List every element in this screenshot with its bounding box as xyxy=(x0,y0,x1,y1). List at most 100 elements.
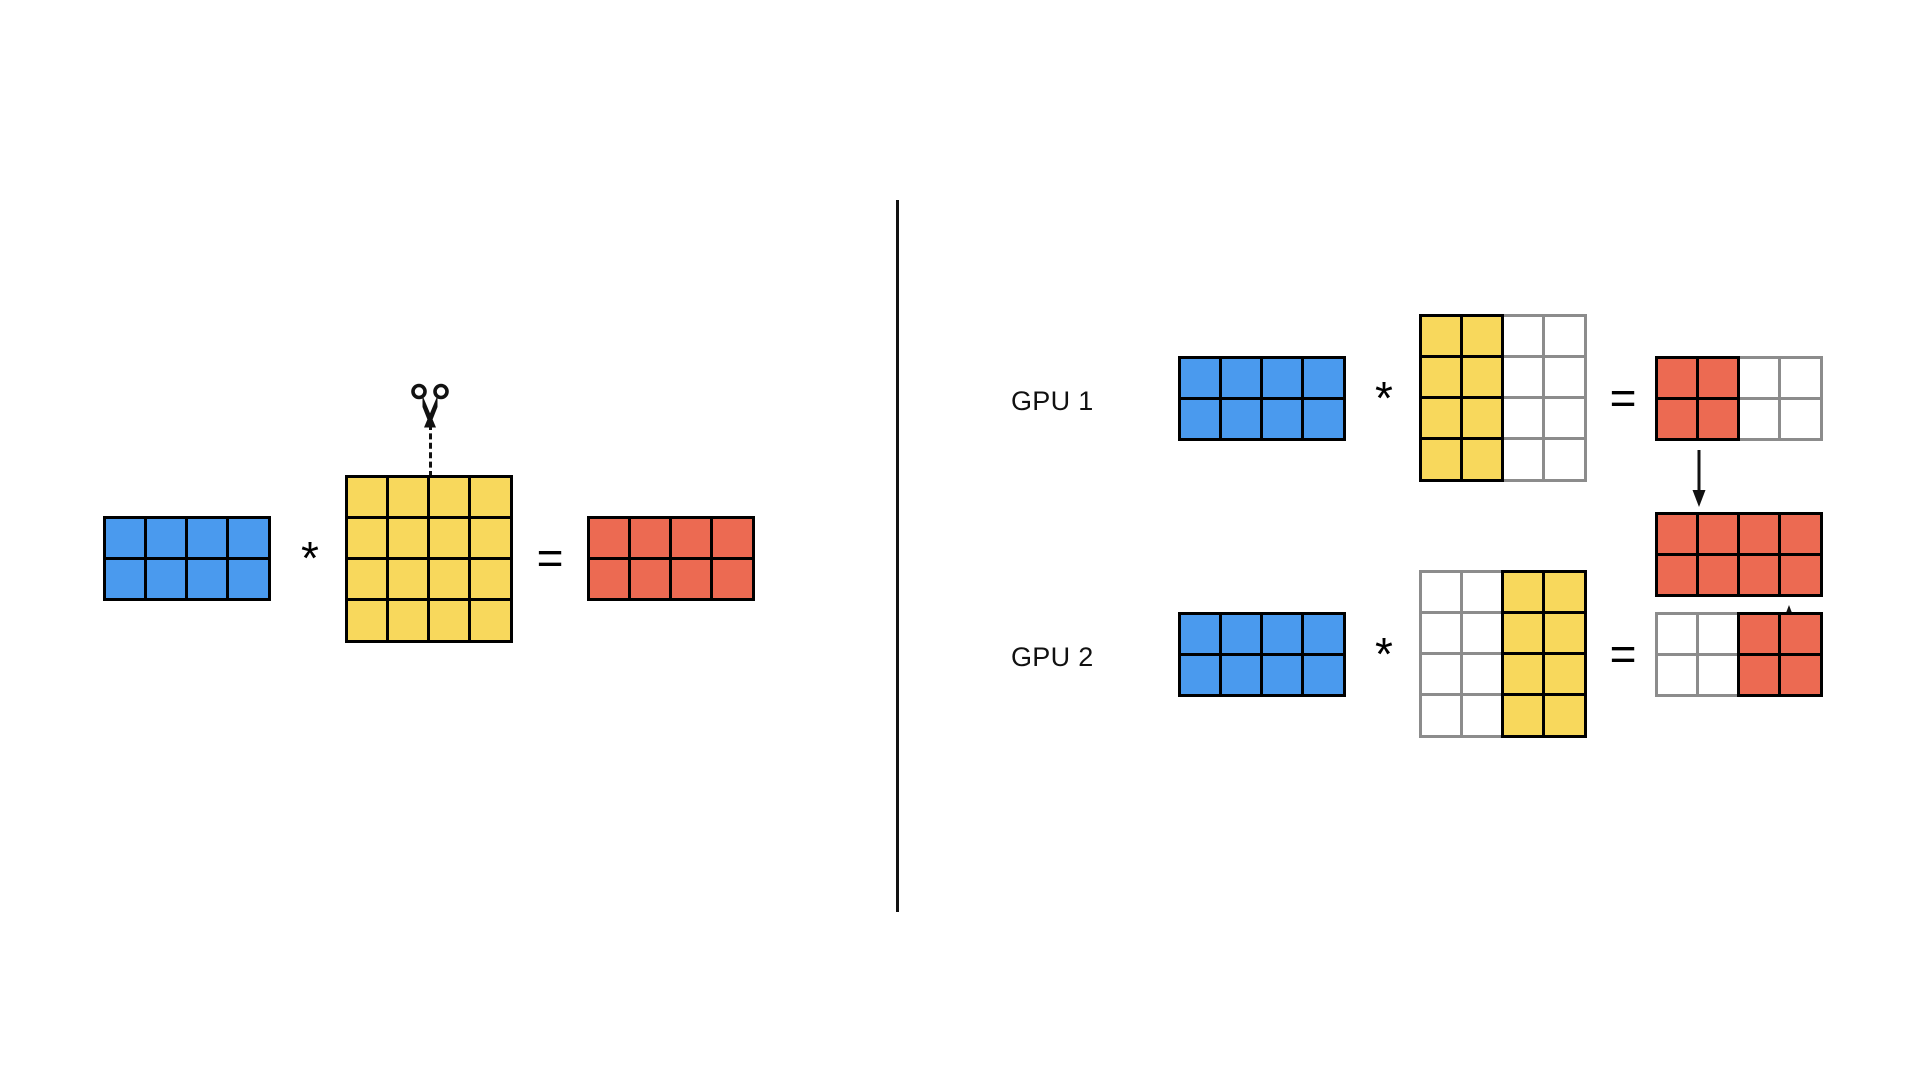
left-weight-matrix xyxy=(344,474,513,643)
gpu1-input-cell-r1-c1 xyxy=(1218,396,1263,441)
gpu2-input-cell-r1-c2 xyxy=(1260,652,1305,697)
gpu2-input-cell-r0-c2 xyxy=(1260,611,1305,656)
gpu2-output-cell-r0-c2 xyxy=(1737,611,1782,656)
left-weight-cell-r1-c0 xyxy=(344,515,389,560)
gpu2-input-cell-r1-c0 xyxy=(1177,652,1222,697)
gpu1-input-cell-r1-c0 xyxy=(1177,396,1222,441)
gpu2-output-cell-r1-c2 xyxy=(1737,652,1782,697)
gpu1-input-cell-r0-c3 xyxy=(1301,355,1346,400)
gpu2-output-cell-r0-c1 xyxy=(1695,611,1740,656)
gpu2-output-cell-r1-c1 xyxy=(1695,652,1740,697)
left-input-cell-r1-c0 xyxy=(102,556,147,601)
gpu2-weight-cell-r3-c0 xyxy=(1418,693,1463,738)
gpu2-weight-cell-r1-c1 xyxy=(1459,610,1504,655)
gpu1-weight-cell-r2-c2 xyxy=(1501,396,1546,441)
gpu1-weight-cell-r0-c3 xyxy=(1542,313,1587,358)
gpu1-weight-matrix xyxy=(1418,313,1587,482)
gpu2-output-matrix xyxy=(1654,611,1823,697)
gpu2-weight-cell-r1-c3 xyxy=(1542,610,1587,655)
right-panel: GPU 1 * = GPU 2 * = xyxy=(896,0,1920,1080)
gpu2-label: GPU 2 xyxy=(1011,642,1094,672)
gpu2-input-cell-r0-c0 xyxy=(1177,611,1222,656)
gpu2-multiply-operator: * xyxy=(1375,628,1393,680)
combined-output-cell-r0-c0 xyxy=(1654,511,1699,556)
combined-output-cell-r0-c3 xyxy=(1778,511,1823,556)
gpu1-input-cell-r0-c2 xyxy=(1260,355,1305,400)
left-output-cell-r0-c1 xyxy=(627,515,672,560)
gpu1-weight-cell-r3-c1 xyxy=(1459,437,1504,482)
gpu2-output-cell-r1-c0 xyxy=(1654,652,1699,697)
left-weight-cell-r3-c0 xyxy=(344,598,389,643)
left-weight-cell-r2-c1 xyxy=(385,557,430,602)
combined-output-cell-r0-c1 xyxy=(1695,511,1740,556)
left-input-cell-r0-c1 xyxy=(143,515,188,560)
gpu1-output-cell-r1-c0 xyxy=(1654,396,1699,441)
gpu2-weight-cell-r2-c3 xyxy=(1542,652,1587,697)
gpu1-weight-cell-r0-c2 xyxy=(1501,313,1546,358)
gpu1-input-cell-r1-c2 xyxy=(1260,396,1305,441)
combined-output-matrix xyxy=(1654,511,1823,597)
gpu1-input-cell-r1-c3 xyxy=(1301,396,1346,441)
left-input-cell-r0-c2 xyxy=(185,515,230,560)
gpu2-weight-cell-r3-c3 xyxy=(1542,693,1587,738)
panel-divider xyxy=(896,200,899,912)
left-weight-cell-r1-c2 xyxy=(427,515,472,560)
left-weight-cell-r0-c0 xyxy=(344,474,389,519)
gpu1-output-cell-r1-c1 xyxy=(1695,396,1740,441)
left-weight-cell-r3-c3 xyxy=(468,598,513,643)
cut-line xyxy=(429,424,432,477)
gpu1-weight-cell-r1-c3 xyxy=(1542,354,1587,399)
left-input-cell-r1-c2 xyxy=(185,556,230,601)
left-output-cell-r1-c1 xyxy=(627,556,672,601)
gpu1-input-cell-r0-c0 xyxy=(1177,355,1222,400)
gpu2-weight-cell-r3-c1 xyxy=(1459,693,1504,738)
gpu1-equals-operator: = xyxy=(1609,372,1637,424)
left-weight-cell-r0-c2 xyxy=(427,474,472,519)
left-input-matrix xyxy=(102,515,271,601)
gpu2-output-cell-r0-c3 xyxy=(1778,611,1823,656)
left-output-cell-r0-c2 xyxy=(669,515,714,560)
gpu2-weight-cell-r3-c2 xyxy=(1501,693,1546,738)
left-output-cell-r1-c0 xyxy=(586,556,631,601)
gpu2-input-cell-r0-c1 xyxy=(1218,611,1263,656)
left-weight-cell-r2-c0 xyxy=(344,557,389,602)
gpu2-weight-matrix xyxy=(1418,569,1587,738)
gpu2-weight-cell-r2-c1 xyxy=(1459,652,1504,697)
gpu1-weight-cell-r1-c2 xyxy=(1501,354,1546,399)
gpu1-multiply-operator: * xyxy=(1375,372,1393,424)
left-output-cell-r1-c2 xyxy=(669,556,714,601)
left-input-cell-r1-c3 xyxy=(226,556,271,601)
arrow-gpu1-to-result xyxy=(1692,450,1706,507)
left-weight-cell-r1-c3 xyxy=(468,515,513,560)
gpu1-weight-cell-r2-c3 xyxy=(1542,396,1587,441)
gpu2-weight-cell-r0-c0 xyxy=(1418,569,1463,614)
gpu1-weight-cell-r2-c0 xyxy=(1418,396,1463,441)
left-panel: * = xyxy=(0,0,896,1080)
gpu2-weight-cell-r2-c2 xyxy=(1501,652,1546,697)
combined-output-cell-r1-c3 xyxy=(1778,552,1823,597)
gpu2-weight-cell-r0-c3 xyxy=(1542,569,1587,614)
combined-output-cell-r1-c1 xyxy=(1695,552,1740,597)
gpu1-weight-cell-r1-c1 xyxy=(1459,354,1504,399)
left-input-cell-r0-c0 xyxy=(102,515,147,560)
gpu1-weight-cell-r0-c1 xyxy=(1459,313,1504,358)
left-equals-operator: = xyxy=(536,532,564,584)
gpu1-weight-cell-r1-c0 xyxy=(1418,354,1463,399)
left-weight-cell-r3-c1 xyxy=(385,598,430,643)
gpu1-output-cell-r1-c3 xyxy=(1778,396,1823,441)
gpu1-output-cell-r0-c0 xyxy=(1654,355,1699,400)
gpu1-weight-cell-r2-c1 xyxy=(1459,396,1504,441)
gpu2-weight-cell-r1-c2 xyxy=(1501,610,1546,655)
left-output-cell-r0-c3 xyxy=(710,515,755,560)
gpu1-output-matrix xyxy=(1654,355,1823,441)
gpu1-output-cell-r0-c3 xyxy=(1778,355,1823,400)
gpu1-weight-cell-r3-c3 xyxy=(1542,437,1587,482)
combined-output-cell-r0-c2 xyxy=(1737,511,1782,556)
gpu2-input-cell-r1-c1 xyxy=(1218,652,1263,697)
gpu2-output-cell-r0-c0 xyxy=(1654,611,1699,656)
left-output-cell-r1-c3 xyxy=(710,556,755,601)
gpu1-weight-cell-r0-c0 xyxy=(1418,313,1463,358)
gpu1-output-cell-r0-c2 xyxy=(1737,355,1782,400)
left-output-cell-r0-c0 xyxy=(586,515,631,560)
